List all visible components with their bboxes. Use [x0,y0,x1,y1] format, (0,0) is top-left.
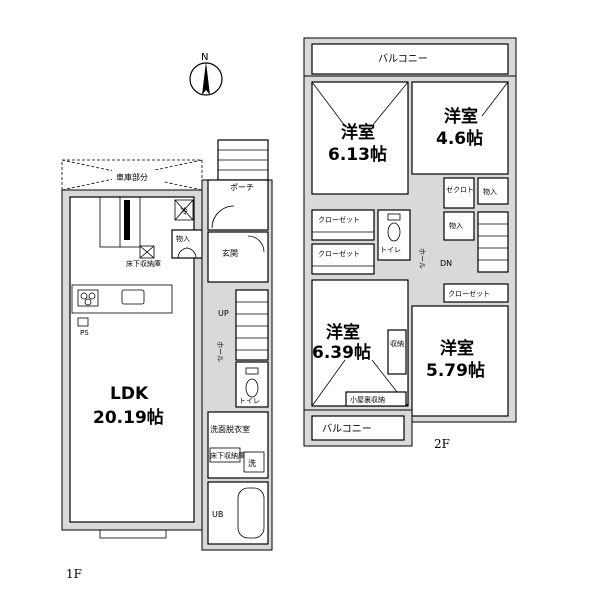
stairs-2f [477,211,509,273]
dn-label: DN [440,259,452,268]
balcony-bottom-label: バルコニー [322,423,372,435]
room-c-size: 6.39帖 [312,342,371,363]
hall-1f-label: ホール [216,341,224,362]
toilet-1f-label: トイレ [239,397,260,405]
fridge-label: 冷 [180,206,188,216]
bathtub-icon [237,487,265,539]
walkin-closet [443,177,475,209]
shelf-box [387,329,407,375]
hall-2f-label: ホール [418,248,426,269]
room-b-name: 洋室 [444,106,478,127]
storage-2f-a [477,177,509,205]
room-d-name: 洋室 [440,338,474,359]
bath-label: UB [212,510,223,519]
attic-label: 小屋裏収納 [350,395,385,404]
washroom [207,411,269,479]
closet-2-label: クローゼット [318,249,360,258]
washer-label: 洗 [248,458,256,468]
garage-label: 車庫部分 [116,172,148,182]
room-a-size: 6.13帖 [328,144,387,165]
closet-3 [443,283,509,303]
floor-1f-tag: 1F [66,567,82,581]
room-c-name: 洋室 [326,322,360,343]
toilet-1f [235,361,269,408]
underfloor-hatch [139,245,155,259]
storage-2f-b-label: 物入 [449,221,463,230]
porch [207,179,269,231]
window-bottom [99,529,167,539]
toilet-1f-icon [245,378,259,398]
room-b-size: 4.6帖 [436,128,483,149]
room-d-size: 5.79帖 [426,360,485,381]
closet-1 [311,209,375,241]
floor-2f: バルコニー 洋室 6.13帖 洋室 4.6帖 クローゼット クローゼット トイレ… [303,37,517,451]
porch-label: ポーチ [230,183,254,192]
north-arrow-icon [202,62,210,95]
closet-2 [311,243,375,275]
closet-1-label: クローゼット [318,215,360,224]
storage-2f-b [443,211,475,241]
closet-3-label: クローゼット [448,289,490,298]
walkin-label: ゼクロト [446,185,474,194]
storage-2f-a-label: 物入 [483,187,497,196]
fridge-box [174,199,194,221]
compass-label: N [201,52,208,63]
entrance [207,231,269,283]
shelf-label: 収納 [390,339,404,348]
ldk-size: 20.19帖 [93,407,164,428]
entrance-label: 玄関 [222,248,238,258]
washer-box [243,451,265,473]
ps-label: PS [80,329,89,337]
porch-steps [217,139,269,181]
washroom-label: 洗面脱衣室 [210,424,250,434]
attic-box [345,391,407,407]
storage-1f-label: 物入 [176,234,190,243]
floor-1f: 車庫部分 PS 冷 床下収納庫 物入 LDK 20.19帖 [61,139,273,581]
stove-icon [77,289,99,307]
underfloor-storage-label: 床下収納庫 [126,259,161,268]
up-label: UP [218,309,229,318]
room-d [411,305,509,417]
compass: N [189,52,223,96]
floor-2f-tag: 2F [434,437,450,451]
stairs-1f [235,289,269,361]
room-b [411,81,509,175]
sink-icon [121,289,145,305]
balcony-top-label: バルコニー [378,53,428,65]
toilet-2f-label: トイレ [380,246,401,254]
kitchen-counter [71,284,173,314]
room-a-name: 洋室 [341,122,375,143]
toilet-2f-icon [387,222,401,242]
room-a [311,81,409,195]
underfloor-small-label: 床下収納庫 [210,451,245,460]
ldk-name: LDK [110,384,149,404]
toilet-2f [377,209,411,261]
